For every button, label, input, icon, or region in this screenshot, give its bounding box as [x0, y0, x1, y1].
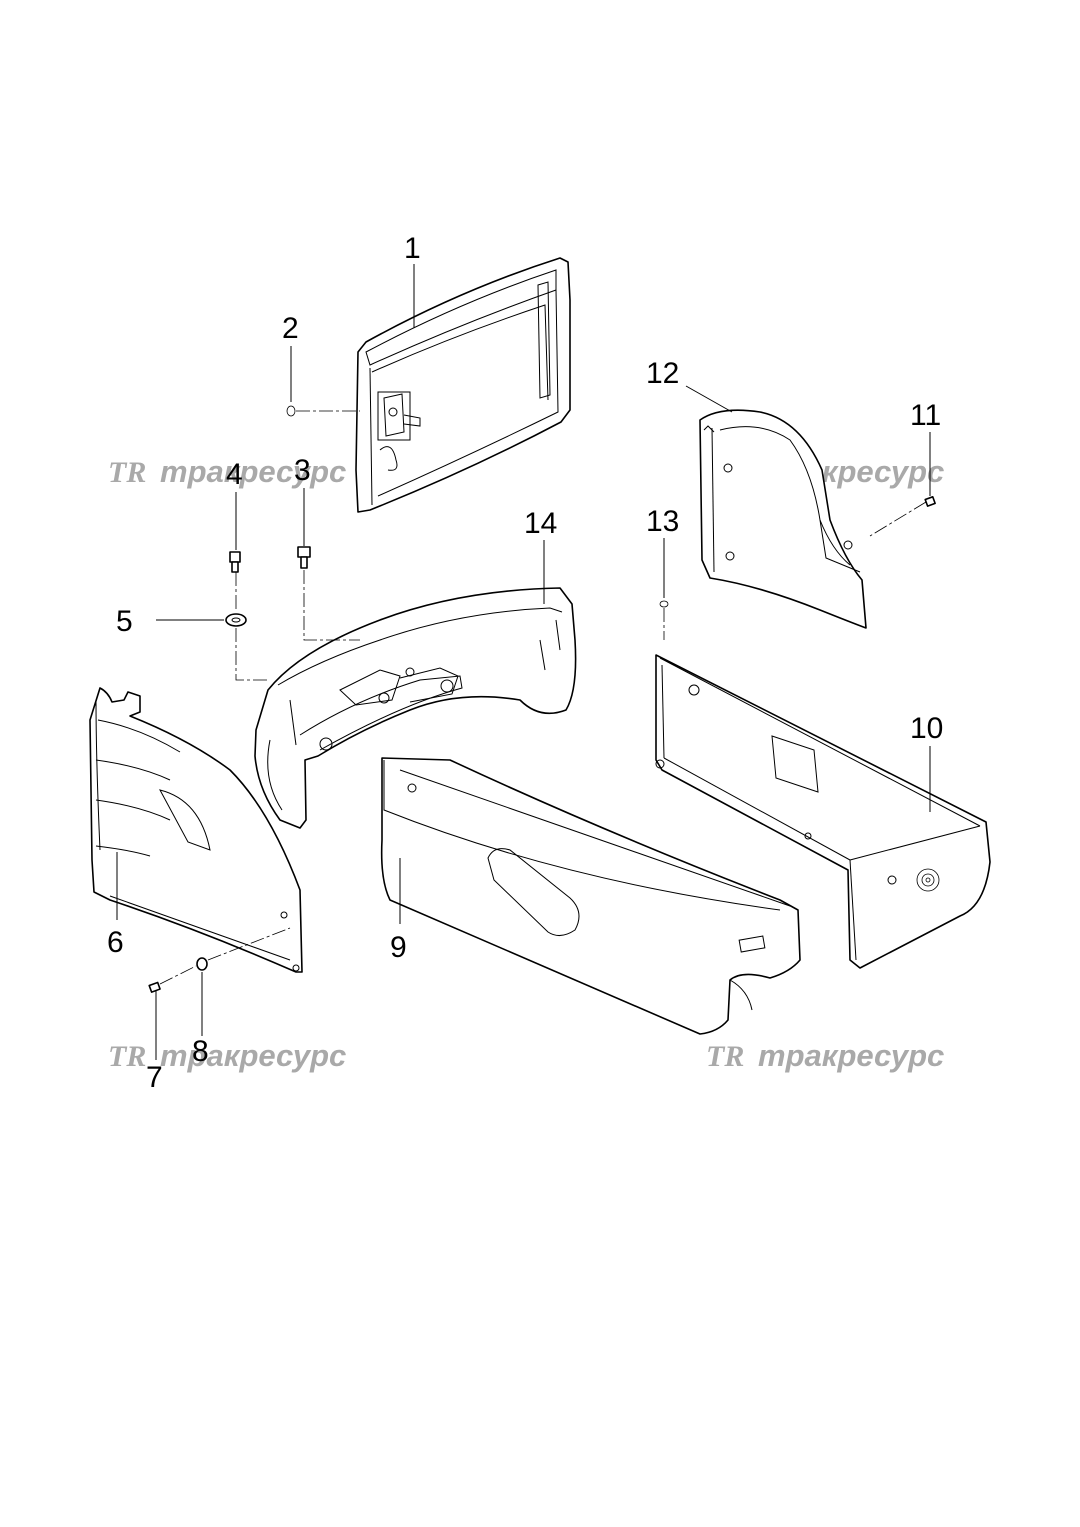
- assembly-lines: [159, 410, 927, 985]
- watermark-bottom-left: TR тракресурс: [108, 1038, 346, 1073]
- watermark-text: тракресурс: [758, 1038, 944, 1073]
- part-9-front-housing: [380, 757, 801, 1035]
- part-10-rear-housing: [655, 654, 991, 969]
- callout-11: 11: [910, 399, 941, 432]
- callout-3: 3: [294, 454, 311, 487]
- part-12-side-panel: [699, 409, 867, 629]
- watermark-logo: TR: [706, 1040, 744, 1073]
- part-5-washer: [225, 613, 247, 627]
- watermark-top-left: TR тракресурс: [108, 454, 346, 489]
- part-7-screw: [148, 981, 161, 993]
- callout-8: 8: [192, 1035, 209, 1068]
- callout-6: 6: [107, 926, 124, 959]
- part-11-screw: [924, 496, 936, 507]
- part-8-washer: [196, 957, 208, 971]
- callout-4: 4: [226, 458, 243, 491]
- callout-1: 1: [404, 232, 421, 265]
- callouts: 1 2 3 4 5 6 7 8 9 10 11 12 13 14: [107, 232, 943, 1094]
- part-14-curved-bracket: [254, 587, 577, 829]
- part-4-bolt: [229, 551, 241, 573]
- part-3-bolt: [297, 546, 311, 569]
- callout-7: 7: [146, 1061, 163, 1094]
- watermark-bottom-right: TR тракресурс: [706, 1038, 944, 1073]
- callout-2: 2: [282, 312, 299, 345]
- callout-10: 10: [910, 712, 943, 745]
- part-6-left-side-panel: [89, 687, 303, 973]
- watermark-logo: TR: [108, 1040, 146, 1073]
- part-13-washer: [659, 600, 669, 608]
- callout-14: 14: [524, 507, 557, 540]
- callout-12: 12: [646, 357, 679, 390]
- part-2-washer: [286, 405, 296, 417]
- callout-5: 5: [116, 605, 133, 638]
- watermark-text: тракресурс: [160, 1038, 346, 1073]
- leader-lines: [116, 264, 931, 1060]
- watermark-logo: TR: [108, 456, 146, 489]
- part-1-rear-panel: [355, 257, 571, 513]
- callout-9: 9: [390, 931, 407, 964]
- callout-13: 13: [646, 505, 679, 538]
- watermark-text: тракресурс: [160, 454, 346, 489]
